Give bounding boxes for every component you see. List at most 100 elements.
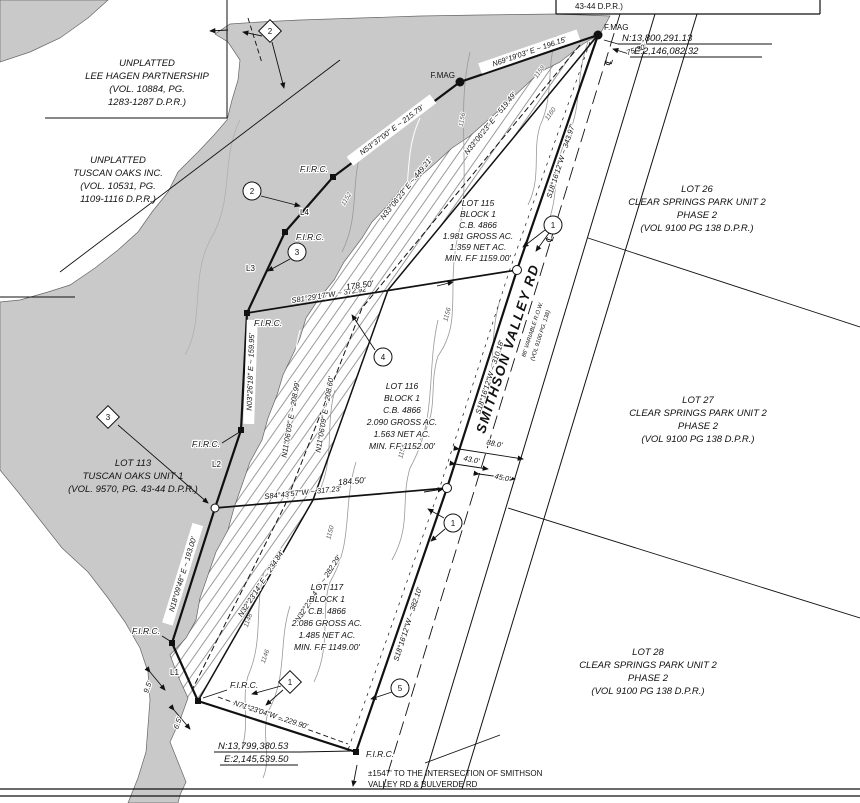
angle-point [442,483,452,493]
tract-lee-hagen: UNPLATTED LEE HAGEN PARTNERSHIP (VOL. 10… [85,58,209,108]
note-line-1: ±1547' TO THE INTERSECTION OF SMITHSON [368,769,543,778]
tract-text: (VOL. 10531, PG. [80,181,156,192]
fmag-monument [455,77,465,87]
tract-text: PHASE 2 [628,673,669,684]
firc-label-3: F.I.R.C. [254,318,282,328]
contour-label-1150: 1150 [325,525,335,541]
bottom-easement-dashed [217,696,349,745]
firc-label-6: F.I.R.C. [230,680,258,690]
tract-lot-113: LOT 113 TUSCAN OAKS UNIT 1 (VOL. 9570, P… [68,458,198,495]
tract-text: (VOL. 10884, PG. [109,84,185,95]
lot-net: 1.563 NET AC. [374,429,431,439]
tract-text: LEE HAGEN PARTNERSHIP [85,71,209,82]
road-east-pavement-edge [420,13,656,790]
tract-text: 1109-1116 D.P.R.) [80,194,156,205]
contour-label-1146: 1146 [260,648,271,664]
ref-leader-arrows [117,28,550,706]
lot-gross: 2.090 GROSS AC. [366,417,438,427]
coordinate-labels: N:13,800,291.13 E:2,146,082.32 N:13,799,… [218,33,699,765]
road-west-offset-dashes [347,41,591,751]
tract-text: CLEAR SPRINGS PARK UNIT 2 [628,197,766,208]
diamond-ref-2: 2 [257,18,283,44]
fmag-label-top: F.MAG [604,23,628,32]
coord-bottom-easting: E:2,145,539.50 [224,754,289,765]
fmag-label-mid: F.MAG [431,71,455,80]
lot-cb: C.B. 4866 [308,606,346,616]
coord-bottom-northing: N:13,799,380.53 [218,741,289,752]
lot-117-block: LOT 117 BLOCK 1 C.B. 4866 2.086 GROSS AC… [290,581,364,653]
tract-text: (VOL 9100 PG 138 D.P.R.) [591,686,704,697]
coord-top-easting: E:2,146,082.32 [634,46,699,57]
tract-lot-26: LOT 26 CLEAR SPRINGS PARK UNIT 2 PHASE 2… [628,184,766,234]
svg-text:1: 1 [451,519,456,528]
line-label-l4: L4 [300,208,309,217]
road-east-row-line [461,13,698,790]
tract-text: CLEAR SPRINGS PARK UNIT 2 [579,660,717,671]
tract-text: TUSCAN OAKS UNIT 1 [83,471,184,482]
dim-43-0: 43.0' [463,453,481,465]
road-name-label: SMITHSON VALLEY RD [473,262,542,435]
tract-text: CLEAR SPRINGS PARK UNIT 2 [629,408,767,419]
svg-text:2: 2 [268,27,273,36]
easement-inner-solid-line [197,34,599,702]
road-centerline [382,13,621,790]
sheet-ref-label: 43-44 D.P.R.) [575,2,623,11]
tract-text: LOT 28 [632,647,664,658]
lot116-117-division [214,487,448,509]
lot-115-block: LOT 115 BLOCK 1 C.B. 4866 1.981 GROSS AC… [442,197,515,264]
tract-text: PHASE 2 [677,210,718,221]
lot26-27-division [587,237,860,328]
monuments [169,30,603,755]
bearing-s18-382: S18°16'12"W ~ 382.10' [391,586,424,663]
tract-text: (VOL. 9570, PG. 43-44 D.P.R.) [68,484,198,495]
svg-text:4: 4 [381,353,386,362]
lot-name: LOT 116 [386,381,419,391]
dim-9-5: 9.5' [141,680,154,695]
firc-monument [244,310,250,316]
lot-gross: 1.981 GROSS AC. [443,231,514,241]
contour-label-1156-upper: 1156 [458,112,467,127]
lot-min-ff: MIN. F.F 1159.00' [445,253,511,263]
lot-gross: 2.086 GROSS AC. [291,618,363,628]
note-line-2: VALLEY RD & BULVERDE RD [368,780,478,789]
creek-area [0,0,611,803]
tract-text: LOT 113 [115,458,152,469]
firc-label-2: F.I.R.C. [296,232,324,242]
tract-text: LOT 27 [682,395,714,406]
firc-label-7: F.I.R.C. [366,749,394,759]
title-box-fragment [555,0,821,15]
angle-point [512,265,522,275]
circle-ref-3: 3 [287,242,307,262]
diamond-ref-3: 3 [95,404,121,430]
tract-text: UNPLATTED [90,155,146,166]
tract-text: TUSCAN OAKS INC. [73,168,163,179]
circle-ref-1-lower: 1 [443,513,463,533]
creek-area-northwest [0,0,109,63]
tract-text: (VOL 9100 PG 138 D.P.R.) [641,434,754,445]
ref-markers: 2 3 4 1 1 5 2 3 1 [95,18,563,698]
lot-cb: C.B. 4866 [383,405,421,415]
firc-label-5: F.I.R.C. [132,626,160,636]
tract-text: PHASE 2 [678,421,719,432]
centerline-symbol: ℄ [603,57,616,68]
svg-text:3: 3 [106,413,111,422]
dim-184-50: 184.50' [338,475,367,487]
drainage-easement-hatch [170,34,600,701]
sheet-bottom-border [0,788,860,797]
circle-ref-5: 5 [390,678,410,698]
line-labels: L4 L3 L2 L1 [169,207,311,678]
svg-text:3: 3 [295,248,300,257]
lot-block: BLOCK 1 [384,393,420,403]
lot-name: LOT 115 [462,198,495,208]
circle-ref-4: 4 [373,347,393,367]
lot27-28-division [507,507,860,619]
road-lines [347,13,860,790]
bearing-n71: N71°23'04"W ~ 229.90' [233,698,310,731]
firc-monument [169,640,175,646]
firc-monument [330,174,336,180]
lot-cb: C.B. 4866 [459,220,497,230]
tract-tuscan-oaks-inc: UNPLATTED TUSCAN OAKS INC. (VOL. 10531, … [73,155,163,205]
firc-monument [282,229,288,235]
